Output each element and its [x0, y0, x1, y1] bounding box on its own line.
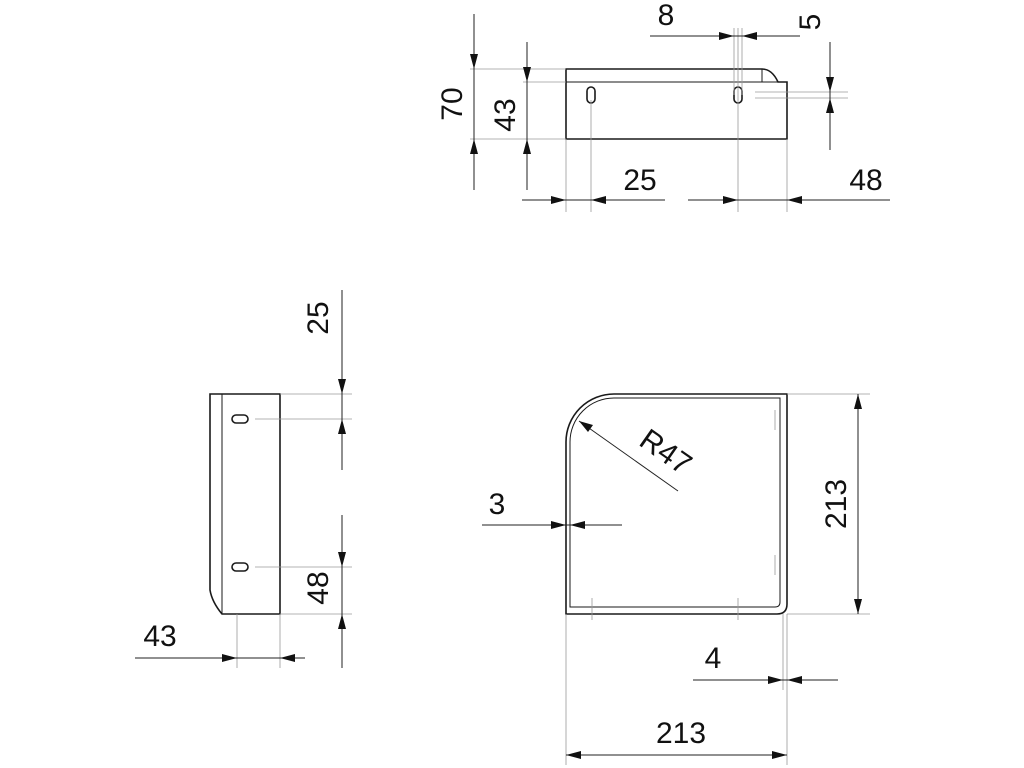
- dim-25-top-label: 25: [623, 164, 656, 197]
- dim-43-label: 43: [489, 98, 522, 131]
- dim-25-side-label: 25: [302, 301, 335, 334]
- dim-48-top-label: 48: [849, 164, 882, 197]
- dim-48-side-label: 48: [302, 571, 335, 604]
- dim-3-label: 3: [489, 488, 506, 521]
- side-view-outline: [209, 393, 281, 615]
- side-view: 25 48 43: [135, 290, 352, 668]
- side-slot-top: [231, 414, 249, 424]
- radius-label: R47: [633, 423, 697, 482]
- side-slot-bottom: [231, 562, 249, 572]
- top-view-outline: [565, 68, 788, 140]
- dim-4-label: 4: [705, 642, 722, 675]
- dim-70-label: 70: [436, 87, 469, 120]
- dim-213-width-label: 213: [656, 717, 706, 750]
- dim-5-label: 5: [794, 14, 827, 31]
- top-view: 70 43 8 5 25 48: [436, 0, 890, 212]
- front-view: R47 3 213 4 213: [482, 393, 870, 765]
- dim-43-side-label: 43: [143, 620, 176, 653]
- front-view-outline: [565, 393, 788, 615]
- dim-213-height-label: 213: [820, 479, 853, 529]
- dim-8-label: 8: [658, 0, 675, 32]
